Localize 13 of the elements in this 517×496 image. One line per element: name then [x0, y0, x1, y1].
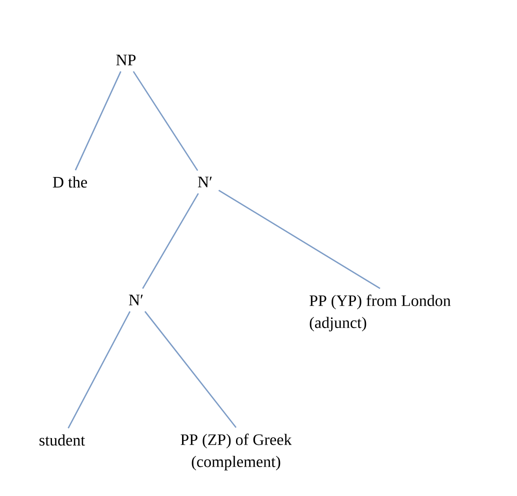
tree-label: student [40, 434, 85, 446]
tree-branch [142, 193, 199, 289]
tree-label: D the [52, 176, 87, 188]
tree-branch [68, 311, 131, 428]
tree-label: NP [116, 54, 136, 66]
tree-branch [74, 71, 122, 170]
tree-branch [218, 190, 380, 290]
tree-branch [144, 311, 237, 428]
tree-label: PP (YP) from London (adjunct) [310, 294, 451, 332]
tree-label: PP (ZP) of Greek (complement) [180, 434, 292, 470]
tree-label: N′ [128, 294, 143, 306]
tree-branch [132, 71, 198, 171]
tree-label: N′ [198, 176, 212, 188]
